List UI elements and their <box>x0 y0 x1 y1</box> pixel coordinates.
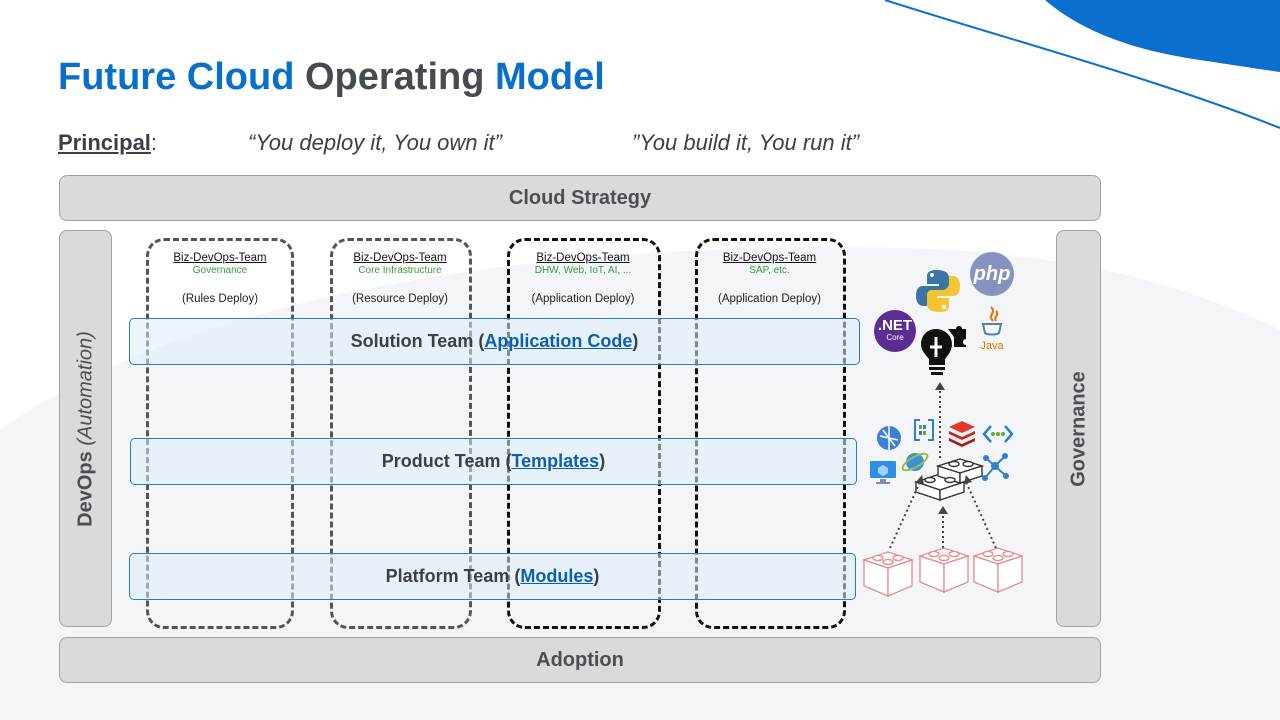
adoption-label: Adoption <box>536 648 624 671</box>
team-header-1: Biz-DevOps-Team Governance <box>146 252 294 276</box>
team-column-applications <box>507 238 661 629</box>
product-team-band: Product Team (Templates) <box>130 438 857 485</box>
team-name: Biz-DevOps-Team <box>173 252 267 264</box>
title-part-3: Model <box>495 56 605 98</box>
templates-link[interactable]: Templates <box>511 451 600 471</box>
application-code-link[interactable]: Application Code <box>484 331 633 351</box>
team-name: Biz-DevOps-Team <box>353 252 447 264</box>
dotnet-core-icon: .NET Core <box>874 310 916 352</box>
platform-team-suffix: ) <box>593 566 600 586</box>
team-name: Biz-DevOps-Team <box>536 252 630 264</box>
team-column-sap <box>695 238 846 629</box>
devops-bar: DevOps (Automation) <box>59 230 112 627</box>
devops-label-main: DevOps <box>74 450 96 527</box>
team-column-core-infrastructure <box>330 238 472 629</box>
devops-label-sub: (Automation) <box>74 330 96 446</box>
team-subtitle: Core Infrastructure <box>358 265 442 276</box>
cloud-strategy-bar: Cloud Strategy <box>59 175 1101 221</box>
team-deploy-1: (Rules Deploy) <box>181 293 259 305</box>
cloud-strategy-label: Cloud Strategy <box>508 186 652 209</box>
arrow-up-icon <box>935 382 945 458</box>
java-icon: Java <box>974 305 1010 357</box>
dotnet-line1: .NET <box>877 317 913 334</box>
java-label: Java <box>980 340 1004 352</box>
devops-label: DevOps (Automation) <box>74 331 97 527</box>
dotnet-line2: Core <box>886 333 904 342</box>
team-header-2: Biz-DevOps-Team Core Infrastructure <box>330 252 470 276</box>
api-connection-icon <box>982 425 1014 443</box>
php-icon-text: php <box>973 262 1011 285</box>
adoption-bar: Adoption <box>59 637 1101 683</box>
redis-cache-icon <box>949 421 975 447</box>
principal-quote-2: ”You build it, You run it” <box>632 130 860 155</box>
team-name: Biz-DevOps-Team <box>722 252 817 264</box>
team-subtitle: SAP, etc. <box>749 265 790 276</box>
principal-label: Principal <box>58 130 151 155</box>
page-title: Future Cloud Operating Model <box>58 56 605 99</box>
team-deploy-4: (Application Deploy) <box>718 293 821 305</box>
title-part-2: Operating <box>304 56 485 98</box>
team-column-governance <box>146 238 294 629</box>
module-bricks-icon <box>861 547 1025 597</box>
python-icon <box>916 270 960 312</box>
team-subtitle: Governance <box>192 265 248 276</box>
principal-colon: : <box>150 130 158 155</box>
assembled-block-icon <box>913 458 985 501</box>
modules-link[interactable]: Modules <box>520 566 594 586</box>
team-subtitle: DHW, Web, IoT, AI, ... <box>534 265 632 276</box>
lightbulb-puzzle-icon <box>921 326 966 375</box>
team-deploy-3: (Application Deploy) <box>531 293 635 305</box>
platform-team-prefix: Platform Team ( <box>385 566 521 586</box>
governance-bar: Governance <box>1056 230 1101 627</box>
team-header-3: Biz-DevOps-Team DHW, Web, IoT, AI, ... <box>507 252 659 276</box>
solution-team-band: Solution Team (Application Code) <box>129 318 860 365</box>
team-deploy-2: (Resource Deploy) <box>352 293 448 305</box>
virtual-machine-icon <box>870 461 896 484</box>
team-header-4: Biz-DevOps-Team SAP, etc. <box>695 252 844 276</box>
title-part-1: Future Cloud <box>58 56 295 98</box>
solution-team-prefix: Solution Team ( <box>350 331 485 351</box>
solution-team-suffix: ) <box>632 331 639 351</box>
product-team-prefix: Product Team ( <box>381 451 512 471</box>
governance-label: Governance <box>1067 370 1089 487</box>
product-team-suffix: ) <box>599 451 606 471</box>
cosmos-db-icon <box>901 452 929 472</box>
platform-team-band: Platform Team (Modules) <box>129 553 856 600</box>
php-icon: php <box>970 252 1014 296</box>
web-app-icon <box>877 426 901 450</box>
principal-quote-1: “You deploy it, You own it” <box>248 130 502 155</box>
network-icon <box>982 453 1009 481</box>
arrows-to-block-icon <box>889 475 997 549</box>
java-cup-icon <box>981 306 1003 336</box>
principal-row: Principal: <box>58 130 157 156</box>
log-analytics-icon <box>914 419 934 441</box>
